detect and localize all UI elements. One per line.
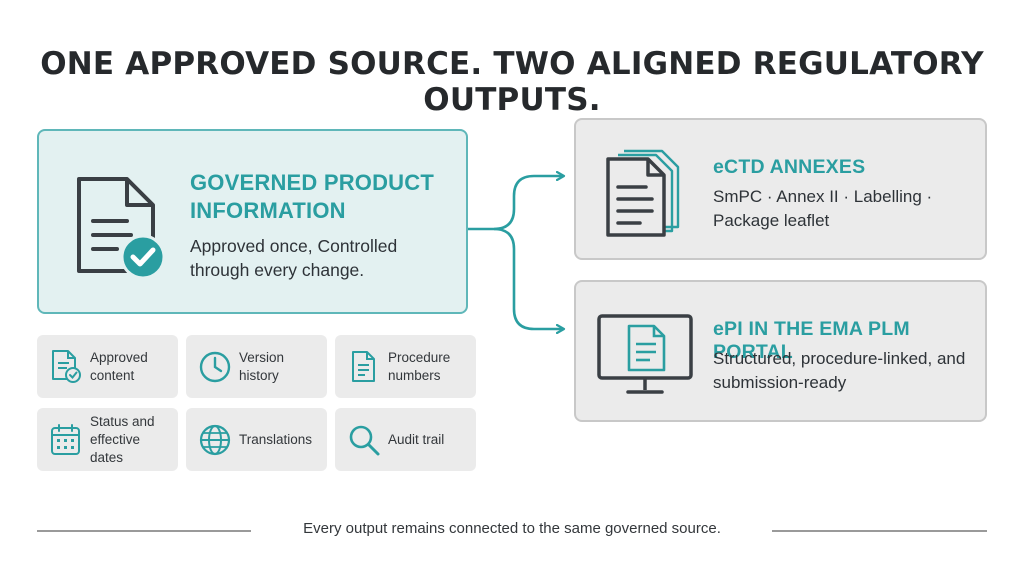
magnifier-icon (349, 425, 380, 456)
source-title: GOVERNED PRODUCT INFORMATION (190, 170, 434, 223)
source-description: Approved once, Controlled through every … (190, 236, 398, 280)
connector-upper-arrow (493, 176, 563, 231)
feature-translations: Translations (186, 408, 327, 471)
footer-caption: Every output remains connected to the sa… (303, 520, 721, 537)
document-check-icon (77, 177, 166, 280)
calendar-icon (51, 424, 80, 455)
document-check-icon (52, 350, 81, 383)
feature-label: Translations (239, 431, 313, 447)
output-title: ePI IN THE EMA PLM PORTAL (713, 318, 910, 363)
feature-label: Version history (239, 349, 285, 383)
feature-label: Approved content (90, 349, 148, 383)
footer-divider-right (772, 530, 987, 532)
clock-icon (199, 351, 231, 383)
stacked-documents-icon (606, 149, 680, 237)
governed-source-card: GOVERNED PRODUCT INFORMATION Approved on… (37, 129, 468, 314)
output-description: SmPC · Annex II · Labelling · Package le… (713, 187, 933, 230)
feature-audit-trail: Audit trail (335, 408, 476, 471)
output-ectd-annexes: eCTD ANNEXES SmPC · Annex II · Labelling… (574, 118, 987, 260)
feature-label: Audit trail (388, 431, 445, 447)
feature-approved-content: Approved content (37, 335, 178, 398)
feature-label: Procedure numbers (388, 349, 451, 383)
document-list-icon (352, 351, 375, 382)
page-title: ONE APPROVED SOURCE. TWO ALIGNED REGULAT… (40, 46, 984, 118)
globe-icon (199, 424, 231, 456)
feature-label: Status and effective dates (90, 413, 155, 465)
feature-version-history: Version history (186, 335, 327, 398)
feature-status-dates: Status and effective dates (37, 408, 178, 471)
footer-divider-left (37, 530, 251, 532)
connector-lower-arrow (493, 227, 563, 329)
feature-procedure-numbers: Procedure numbers (335, 335, 476, 398)
output-title: eCTD ANNEXES (713, 156, 866, 178)
output-epi-portal: ePI IN THE EMA PLM PORTAL Structured, pr… (574, 280, 987, 422)
monitor-document-icon (597, 314, 693, 394)
output-description: Structured, procedure-linked, and submis… (713, 349, 966, 392)
